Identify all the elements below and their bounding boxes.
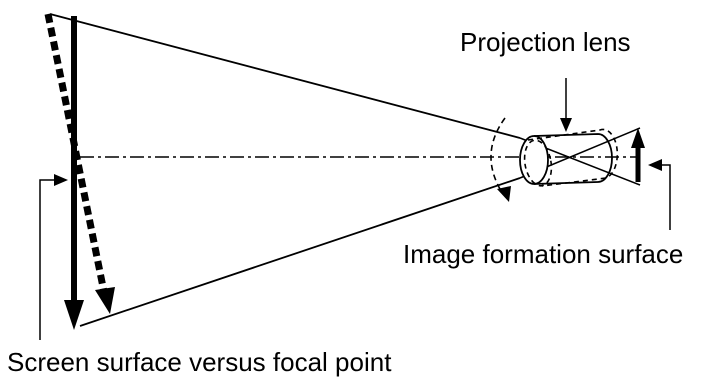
shifted-image-arrow <box>44 13 115 314</box>
screen-image-arrow <box>64 16 84 330</box>
projection-lens-pointer <box>560 78 572 132</box>
tilted-lens-outline <box>523 128 619 187</box>
screen-surface-pointer <box>39 174 68 340</box>
image-formation-arrow <box>631 128 645 182</box>
cone-top-line <box>49 13 521 139</box>
cone-bottom-line <box>79 177 521 327</box>
projection-lens-label: Projection lens <box>460 27 631 57</box>
image-formation-surface-label: Image formation surface <box>403 239 683 269</box>
lens-tilt-rotation-arrow <box>490 117 511 202</box>
screen-surface-label: Screen surface versus focal point <box>7 347 392 377</box>
image-formation-pointer <box>648 159 671 230</box>
